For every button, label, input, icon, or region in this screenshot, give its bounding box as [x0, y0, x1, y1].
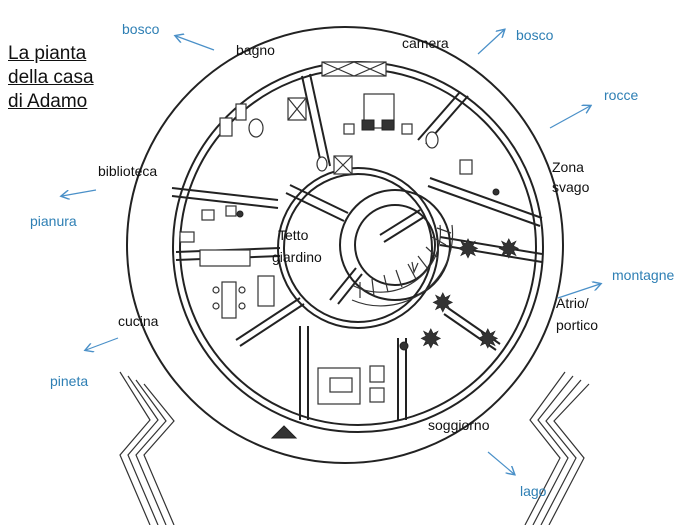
library-kitchen-furniture — [179, 205, 275, 319]
label-tetto-1: Tetto — [278, 227, 309, 243]
dir-montagne: montagne — [612, 267, 674, 283]
middle-ring-outer — [277, 167, 439, 329]
plan-title: La pianta della casa di Adamo — [8, 42, 94, 114]
label-tetto-2: giardino — [272, 249, 322, 265]
label-zona-svago-1: Zona — [552, 159, 584, 175]
entrance-marker — [270, 425, 298, 439]
spiral-staircase — [351, 224, 454, 307]
core-corridors — [285, 184, 425, 305]
title-line-1: La pianta — [8, 43, 87, 64]
middle-ring-inner — [283, 173, 433, 323]
core-outer — [339, 189, 451, 301]
title-line-2: della casa — [8, 67, 94, 88]
label-atrio-2: portico — [556, 317, 598, 333]
title-line-3: di Adamo — [8, 91, 88, 112]
atrio-plants — [399, 238, 520, 351]
label-zona-svago-2: svago — [552, 179, 590, 195]
dir-bosco-nw: bosco — [122, 21, 160, 37]
label-soggiorno: soggiorno — [428, 417, 490, 433]
dir-pianura: pianura — [30, 213, 77, 229]
dir-rocce: rocce — [604, 87, 638, 103]
walkway — [119, 371, 590, 525]
outer-garden-ring — [126, 26, 564, 464]
dir-pineta: pineta — [50, 373, 88, 389]
label-bagno: bagno — [236, 42, 275, 58]
label-camera: camera — [402, 35, 449, 51]
bathroom-fixtures — [219, 97, 353, 175]
label-biblioteca: biblioteca — [98, 163, 157, 179]
bedroom-furniture — [321, 61, 500, 196]
living-room-furniture — [317, 365, 385, 405]
direction-arrows — [62, 30, 600, 474]
label-cucina: cucina — [118, 313, 159, 329]
dir-lago: lago — [520, 483, 547, 499]
core-inner — [354, 204, 436, 286]
label-atrio-1: Atrio/ — [556, 295, 589, 311]
dir-bosco-ne: bosco — [516, 27, 554, 43]
